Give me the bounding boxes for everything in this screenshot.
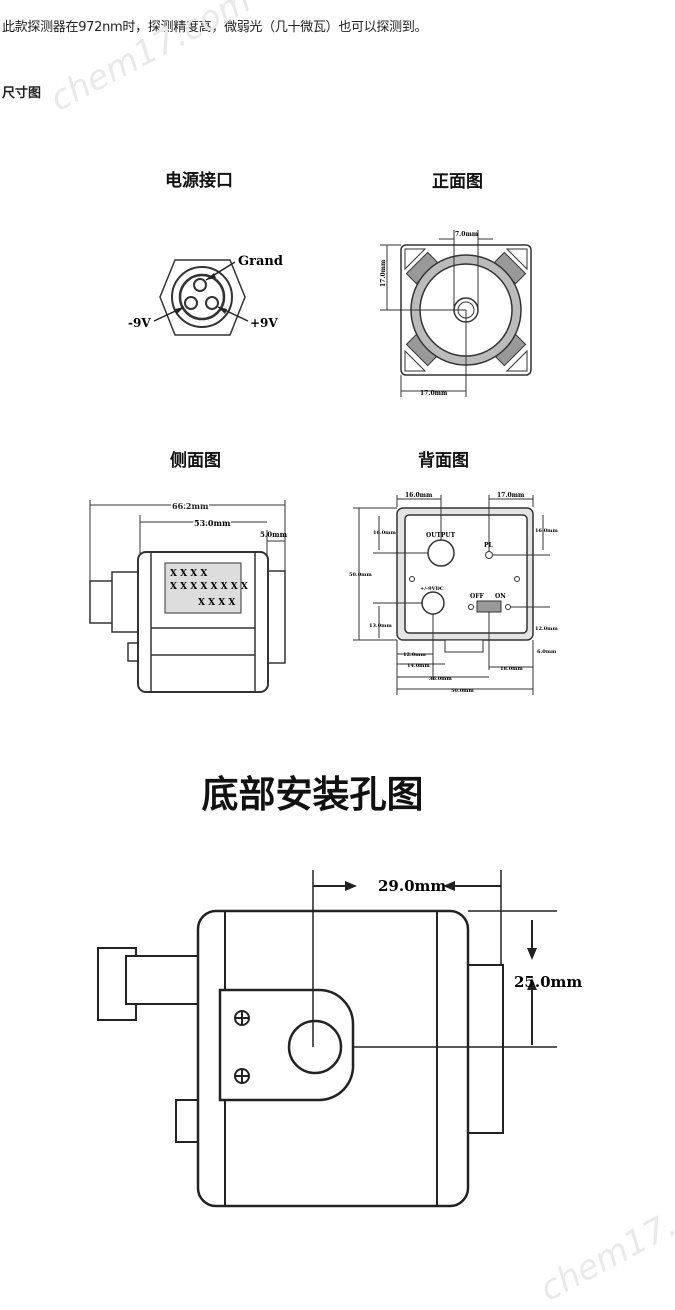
power-caption: 电源接口 [165,171,233,191]
back-off-label: OFF [470,593,484,600]
back-dim-right-bottom: 6.0mm [537,649,557,655]
back-dim-right-upper: 16.0mm [535,528,558,534]
front-caption: 正面图 [432,172,483,192]
back-dim-bottom-36: 36.0mm [429,676,452,682]
ground-label: Grand [238,254,283,269]
front-dim-left: 17.0mm [380,259,387,287]
side-label-row-2: X X X X X X X X [170,582,248,592]
neg-9v-label: -9V [128,316,151,330]
side-label-row-1: X X X X [170,569,207,579]
side-label-row-3: X X X X [198,598,235,608]
back-view-diagram: OUTPUT PL +/-9VDC OFF ON 16.0mm 17.0mm 5… [349,492,558,695]
bottom-dim-horizontal: 29.0mm [378,877,446,895]
back-vdc-label: +/-9VDC [420,586,444,592]
bottom-caption: 底部安装孔图 [201,773,424,816]
back-dim-bottom-18: 18.0mm [500,666,523,672]
side-view-diagram: 66.2mm 53.0mm 5.0mm X X X X X X X X X X … [89,500,288,693]
back-dim-left-lower: 13.0mm [369,623,392,629]
back-dim-bottom-50: 50.0mm [451,688,474,694]
front-dim-bottom: 17.0mm [420,390,448,397]
pos-9v-label: +9V [250,316,278,330]
side-dim-lens: 5.0mm [260,530,288,539]
back-dim-left-upper: 16.0mm [373,530,396,536]
back-caption: 背面图 [418,451,469,471]
intro-text: 此款探测器在972nm时，探测精度高，微弱光（几十微瓦）也可以探测到。 [2,20,428,35]
section-title: 尺寸图 [2,86,42,101]
back-dim-right-lower: 12.0mm [535,626,558,632]
bottom-dim-vertical: 25.0mm [514,973,582,991]
back-on-label: ON [495,593,506,600]
front-dim-top: 7.0mm [455,231,479,238]
back-dim-bottom-12: 12.0mm [403,652,426,658]
back-dim-top-right: 17.0mm [497,492,525,499]
power-connector-diagram: Grand -9V +9V [128,254,283,336]
bottom-mount-diagram: 29.0mm 25.0mm [97,870,582,1208]
side-dim-total: 66.2mm [172,501,209,511]
back-dim-top-left: 16.0mm [405,492,433,499]
back-dim-height: 50.0mm [349,572,372,578]
side-dim-body: 53.0mm [194,518,231,528]
back-dim-bottom-14: 14.0mm [407,663,430,669]
side-caption: 侧面图 [170,451,221,471]
front-view-diagram: 7.0mm 17.0mm 17.0mm [380,230,532,397]
